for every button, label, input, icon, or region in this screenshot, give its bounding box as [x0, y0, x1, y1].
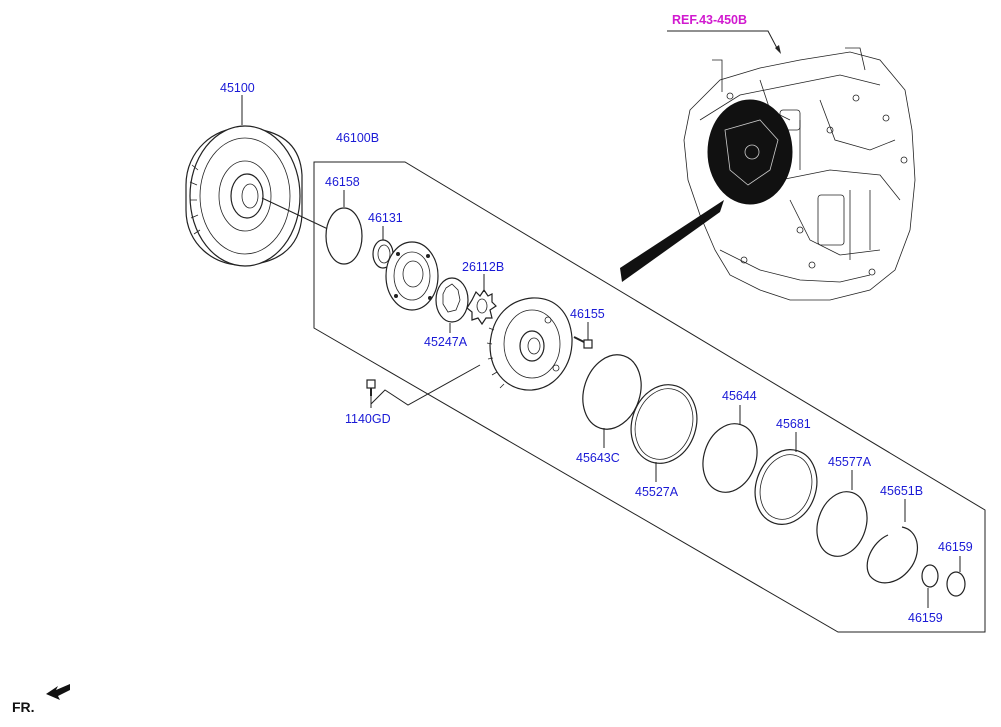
ring-46159-upper: [946, 571, 966, 597]
reference-underline: [667, 30, 779, 51]
part-label-45644[interactable]: 45644: [722, 389, 757, 403]
leader-1140GD: [370, 364, 481, 406]
bolt-46155: [573, 336, 593, 349]
front-direction-arrow-icon: [46, 684, 70, 700]
transaxle-housing-illustration: [620, 47, 916, 301]
bolt-1140GD: [366, 379, 376, 396]
part-label-45100[interactable]: 45100: [220, 81, 255, 95]
part-label-46158[interactable]: 46158: [325, 175, 360, 189]
outer-rotor-45247A: [435, 277, 469, 323]
inner-gear-26112B: [466, 288, 497, 326]
part-label-45527A[interactable]: 45527A: [635, 485, 679, 499]
snap-ring-45651B: [866, 526, 919, 584]
torque-converter: [185, 125, 303, 267]
o-ring-46158: [325, 207, 363, 265]
oil-pump-body: [486, 297, 573, 391]
part-label-45651B[interactable]: 45651B: [880, 484, 923, 498]
part-label-1140GD[interactable]: 1140GD: [345, 412, 391, 426]
ring-45527A: [630, 384, 698, 464]
axis-line: [261, 197, 331, 231]
pump-cover-plate: [385, 241, 439, 311]
part-label-45681[interactable]: 45681: [776, 417, 811, 431]
reference-arrowhead: [775, 45, 781, 54]
ring-45643C: [582, 354, 642, 430]
part-label-45247A[interactable]: 45247A: [424, 335, 468, 349]
assembly-group-outline: [313, 161, 986, 633]
part-label-46100B[interactable]: 46100B: [336, 131, 379, 145]
ring-45577A: [816, 491, 868, 557]
reference-label[interactable]: REF.43-450B: [672, 13, 747, 27]
part-label-46155[interactable]: 46155: [570, 307, 605, 321]
ring-45644: [702, 423, 758, 493]
part-label-46131[interactable]: 46131: [368, 211, 403, 225]
bell-housing-face: [707, 99, 793, 205]
reference-arrow-band: [620, 200, 724, 282]
part-label-46159-upper[interactable]: 46159: [938, 540, 973, 554]
part-label-26112B[interactable]: 26112B: [462, 260, 504, 274]
front-direction-label: FR.: [12, 699, 35, 715]
part-label-46159-lower[interactable]: 46159: [908, 611, 943, 625]
disc-45681: [754, 449, 818, 525]
part-label-45643C[interactable]: 45643C: [576, 451, 620, 465]
ring-46159-lower: [921, 564, 939, 588]
part-label-45577A[interactable]: 45577A: [828, 455, 872, 469]
